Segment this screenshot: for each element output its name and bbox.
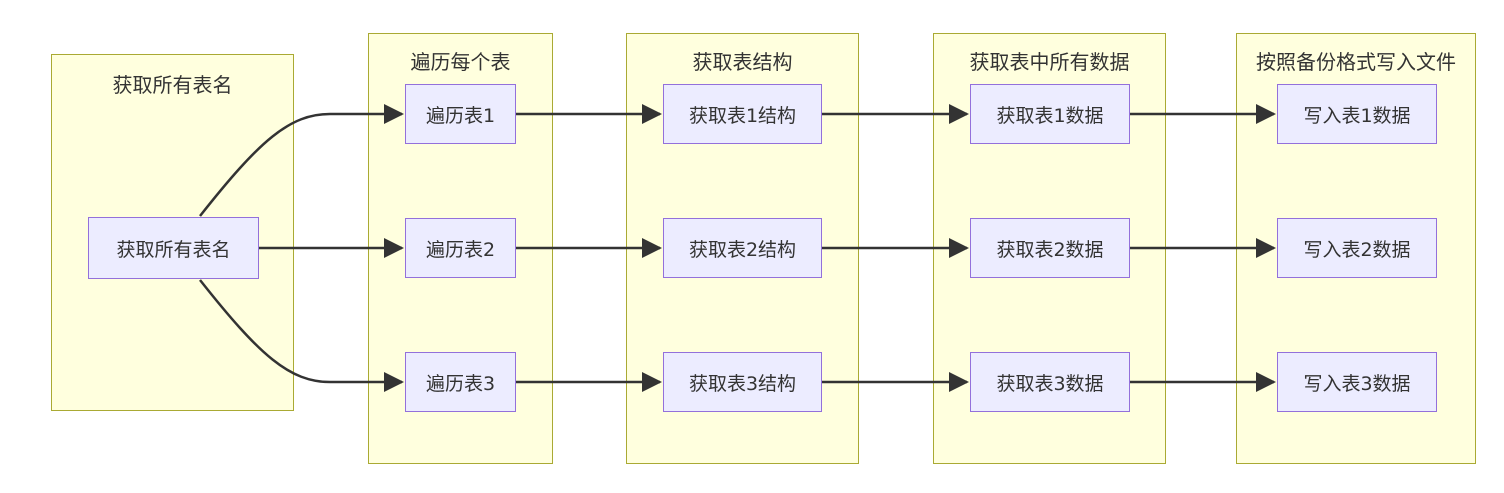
cluster-title: 遍历每个表	[410, 50, 511, 74]
node-write-table-3: 写入表3数据	[1277, 352, 1437, 412]
node-iterate-table-3: 遍历表3	[405, 352, 516, 412]
node-table-3-structure: 获取表3结构	[663, 352, 822, 412]
node-write-table-2: 写入表2数据	[1277, 218, 1437, 278]
cluster-title: 获取所有表名	[112, 73, 233, 97]
node-iterate-table-2: 遍历表2	[405, 218, 516, 278]
edge-get-all-to-iter3	[199, 279, 404, 392]
node-write-table-1: 写入表1数据	[1277, 84, 1437, 144]
node-table-3-data: 获取表3数据	[970, 352, 1130, 412]
node-table-1-data: 获取表1数据	[970, 84, 1130, 144]
node-table-2-data: 获取表2数据	[970, 218, 1130, 278]
edge-get-all-to-iter1	[199, 104, 404, 217]
node-table-1-structure: 获取表1结构	[663, 84, 822, 144]
node-table-2-structure: 获取表2结构	[663, 218, 822, 278]
node-get-all-tables: 获取所有表名	[88, 217, 259, 279]
cluster-title: 按照备份格式写入文件	[1256, 50, 1456, 74]
cluster-title: 获取表结构	[692, 50, 793, 74]
node-iterate-table-1: 遍历表1	[405, 84, 516, 144]
cluster-title: 获取表中所有数据	[969, 50, 1130, 74]
